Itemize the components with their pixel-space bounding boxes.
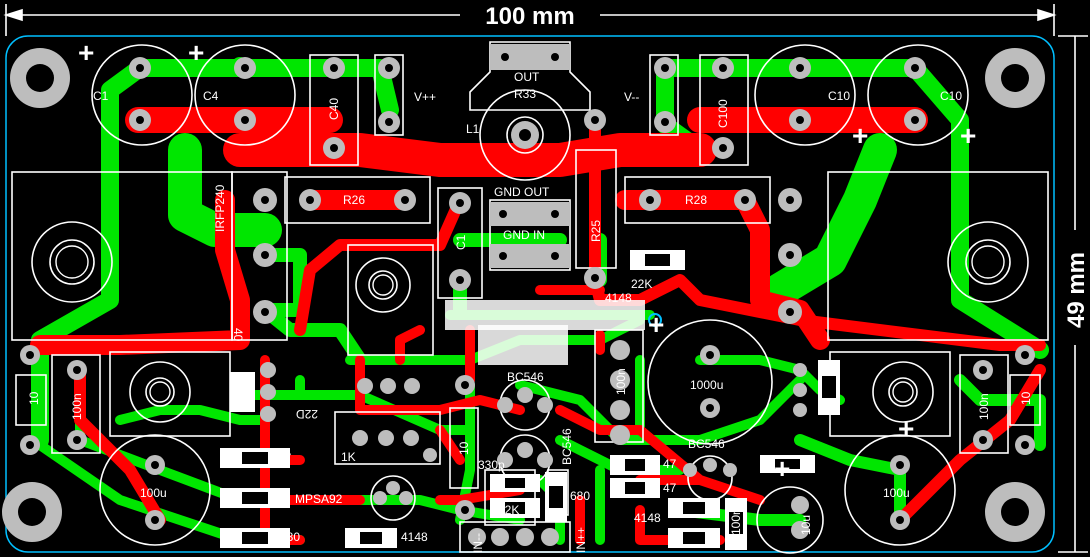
- smd-pads: [220, 250, 840, 550]
- label-10u: 10u: [799, 515, 813, 535]
- label-1k: 1K: [341, 450, 356, 464]
- plus-mark: +: [898, 413, 914, 444]
- label-100n-r: 100n: [614, 368, 628, 395]
- silkscreen: [11, 41, 1049, 554]
- plus-mark: +: [188, 37, 204, 68]
- label-c4: C4: [203, 89, 219, 103]
- label-47-c: 47: [663, 481, 677, 495]
- label-vpp: V++: [414, 90, 436, 104]
- label-c1-mid: C1: [454, 234, 468, 250]
- label-l1: L1: [466, 122, 480, 136]
- label-100n-right: 100n: [977, 393, 991, 420]
- label-irfp240: IRFP240: [213, 184, 227, 232]
- plus-mark: +: [774, 453, 790, 484]
- label-100u-right: 100u: [883, 486, 910, 500]
- label-r28: R28: [685, 193, 707, 207]
- mounting-holes: [2, 48, 1045, 542]
- label-c40: C40: [327, 98, 341, 120]
- label-22k-top: 22K: [631, 277, 652, 291]
- silkscreen-labels: C1 C4 C40 V++ OUT R33 L1 V-- C100 C10 C1…: [27, 70, 1033, 553]
- label-10-left: 10: [27, 391, 41, 405]
- label-gnd-in: GND IN: [503, 228, 545, 242]
- label-4148-a: 4148: [401, 530, 428, 544]
- height-label: 49 mm: [1063, 252, 1090, 328]
- label-r33: R33: [514, 87, 536, 101]
- label-4148-top: 4148: [605, 291, 632, 305]
- label-c1-left: C1: [93, 89, 109, 103]
- polarity-marks: + + + + + + +: [78, 37, 976, 484]
- label-in-plus: IN++: [574, 527, 588, 553]
- height-dimension: [1058, 35, 1088, 553]
- label-1000u: 1000u: [690, 378, 723, 392]
- width-label: 100 mm: [485, 3, 574, 30]
- label-22d: 22D: [296, 407, 318, 421]
- label-c10b: C10: [940, 89, 962, 103]
- label-4148-b: 4148: [634, 511, 661, 525]
- label-47-a: 47: [278, 451, 292, 465]
- label-c10a: C10: [828, 89, 850, 103]
- label-c100: C100: [716, 99, 730, 128]
- label-330p: 330p: [478, 458, 505, 472]
- through-hole-pads: [20, 44, 1035, 546]
- label-r25: R25: [589, 220, 603, 242]
- plus-mark: +: [78, 37, 94, 68]
- label-bc546-b: BC546: [560, 428, 574, 465]
- label-100u-left: 100u: [140, 486, 167, 500]
- label-bc546-c: BC546: [688, 437, 725, 451]
- label-gnd-out: GND OUT: [494, 185, 550, 199]
- label-r26: R26: [343, 193, 365, 207]
- label-r40: 40: [231, 328, 245, 342]
- label-mpsa92: MPSA92: [295, 492, 343, 506]
- plus-mark: +: [852, 120, 868, 151]
- transistor-holes: [55, 245, 1005, 403]
- plus-mark: +: [648, 309, 664, 340]
- label-100n-left: 100n: [70, 393, 84, 420]
- label-47-b: 47: [663, 457, 677, 471]
- width-dimension: [3, 4, 1057, 36]
- label-100n-b: 100n: [729, 508, 743, 535]
- label-680-b: 680: [570, 489, 590, 503]
- label-bc546-a: BC546: [507, 370, 544, 384]
- label-680-a: 680: [280, 530, 300, 544]
- plus-mark: +: [960, 120, 976, 151]
- label-in-minus: IN--: [471, 533, 485, 553]
- label-10-right: 10: [1019, 391, 1033, 405]
- label-22k-b: 22K: [498, 503, 519, 517]
- label-vmm: V--: [624, 90, 639, 104]
- label-out: OUT: [514, 70, 540, 84]
- label-10-mid: 10: [457, 441, 471, 455]
